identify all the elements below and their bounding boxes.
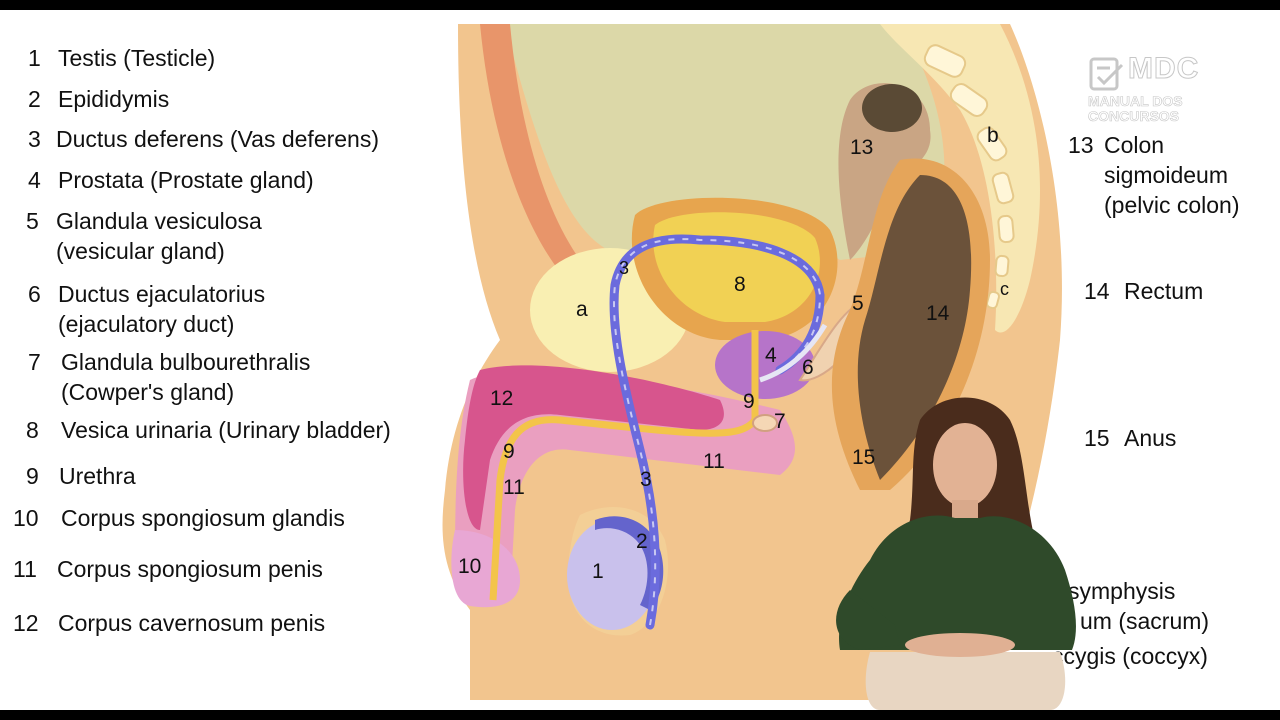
testis (567, 520, 657, 630)
legend-partial-coccyx: ccygis (coccyx) (1052, 643, 1208, 669)
diagram-label-7: 7 (774, 410, 786, 433)
corpus-cavernosum (463, 365, 724, 530)
diagram-label-c: c (1000, 279, 1009, 299)
diagram-label-12: 12 (490, 387, 514, 410)
diagram-label-2: 2 (636, 530, 648, 553)
rectum-lumen (857, 175, 972, 480)
diagram-label-5: 5 (852, 292, 864, 315)
abdominal-wall (480, 24, 580, 272)
diagram-label-8: 8 (734, 273, 746, 296)
diagram-label-13: 13 (850, 136, 874, 159)
diagram-label-9b: 9 (503, 440, 515, 463)
presenter-arm-left (836, 590, 900, 650)
diagram-label-9a: 9 (743, 390, 755, 413)
logo-brand: MDC (1127, 52, 1200, 86)
diagram-label-1: 1 (592, 560, 604, 583)
anatomy-diagram (442, 24, 1062, 700)
penile-glans (451, 530, 520, 608)
presenter-trousers (865, 652, 1066, 710)
document-check-icon (1089, 57, 1124, 91)
presenter-video (836, 397, 1076, 710)
vertebrae (923, 44, 1015, 310)
bulbourethral-gland (752, 414, 778, 432)
diagram-label-10: 10 (458, 555, 482, 578)
legend-partial-symphysis: symphysis (1068, 578, 1176, 604)
diagram-label-3b: 3 (640, 468, 652, 491)
diagram-label-11a: 11 (703, 450, 725, 473)
sigmoid-lumen (862, 84, 922, 132)
diagram-label-b: b (987, 124, 999, 147)
abdominal-cavity (505, 24, 945, 260)
ejaculatory-duct (759, 323, 828, 383)
diagram-label-11b: 11 (503, 476, 525, 499)
presenter-hands (905, 633, 1015, 657)
diagram-label-3a: 3 (619, 258, 630, 278)
diagram-label-a: a (576, 298, 588, 321)
vas-deferens (609, 234, 825, 630)
urethra (489, 330, 759, 601)
epididymis (595, 516, 664, 610)
prostate (715, 331, 815, 399)
legend-partial-sacrum: um (sacrum) (1080, 608, 1210, 634)
penis-shaft (454, 371, 795, 605)
diagram-label-14: 14 (926, 302, 950, 325)
diagram-label-15: 15 (852, 446, 876, 469)
presenter-blouse (839, 515, 1076, 650)
diagram-label-6: 6 (802, 356, 814, 379)
slide: 1 2 3 3 4 5 6 7 8 9 9 10 11 11 12 13 14 … (0, 10, 1280, 710)
diagram-label-4: 4 (765, 344, 777, 367)
presenter-face (933, 423, 997, 507)
